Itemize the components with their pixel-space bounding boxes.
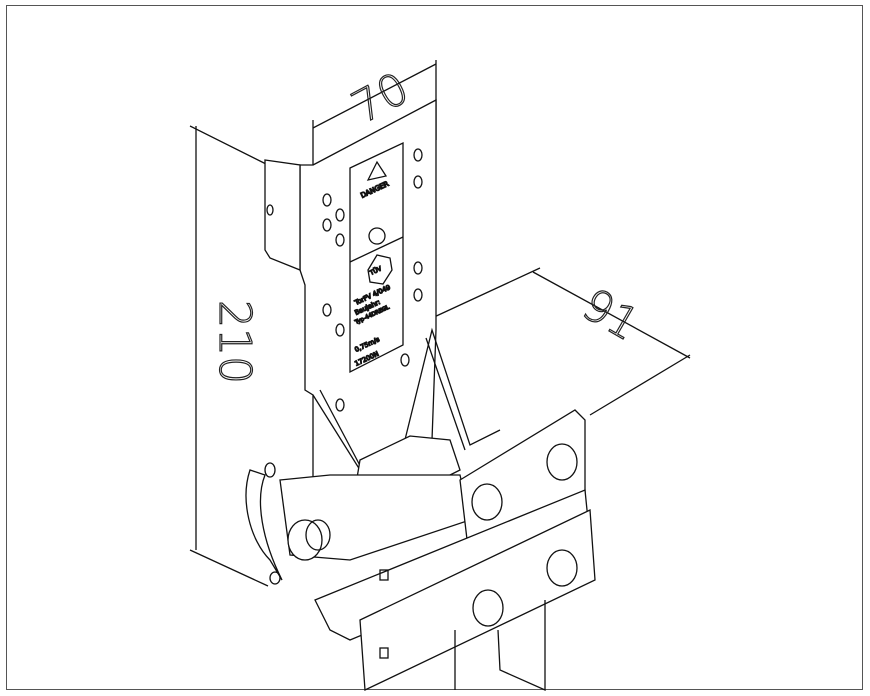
dimension-depth-label: 91 (574, 279, 648, 351)
mounting-holes (322, 148, 423, 412)
clamp-assembly (245, 409, 596, 692)
dimension-height-label: 210 (209, 300, 260, 384)
dimension-height: 210 (189, 125, 269, 587)
gusset (312, 327, 501, 476)
drawing-border (6, 5, 863, 690)
type-plate: DANGER TÜV TorFV 4/049 Baujahr: Typ-44DR… (349, 141, 404, 374)
dimension-depth: 91 (431, 267, 691, 416)
